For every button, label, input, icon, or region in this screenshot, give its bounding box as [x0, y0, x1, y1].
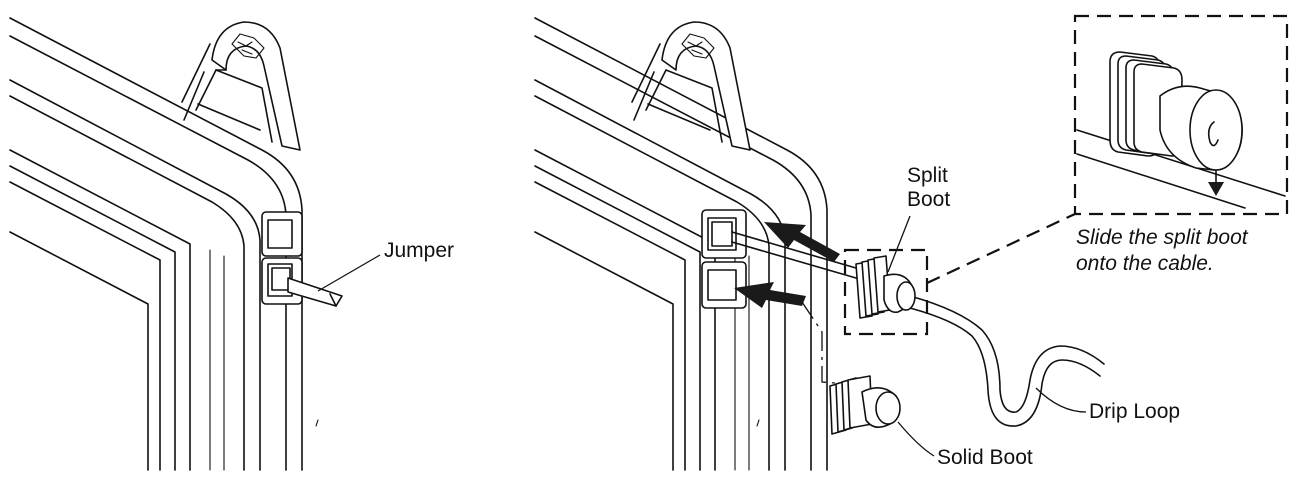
split-boot-callout-box: [843, 248, 929, 336]
jumper-label: Jumper: [384, 239, 454, 262]
inset-box: [1073, 14, 1289, 216]
label-split-boot: Split Boot: [887, 164, 950, 273]
arrow-to-lower-port: [734, 282, 806, 308]
cable: [731, 231, 1105, 427]
solid-boot-label: Solid Boot: [937, 446, 1033, 469]
split-boot-part: [855, 255, 916, 319]
inset-detail: [1073, 14, 1289, 216]
drip-loop-label: Drip Loop: [1089, 400, 1180, 423]
label-drip-loop: Drip Loop: [1035, 387, 1180, 423]
arrow-to-upper-port: [764, 222, 840, 262]
split-boot-label-line1: Split: [907, 164, 948, 187]
inset-caption: Slide the split boot onto the cable.: [1076, 226, 1249, 275]
caption-line2: onto the cable.: [1076, 252, 1214, 275]
left-enclosure: [9, 17, 343, 471]
solid-boot-path: [801, 301, 849, 385]
split-boot-label-line2: Boot: [907, 188, 950, 211]
callout-connector: [926, 213, 1076, 284]
solid-boot-part: [829, 375, 901, 435]
label-solid-boot: Solid Boot: [897, 421, 1033, 469]
tick-mark-left: [315, 419, 319, 427]
right-enclosure: [534, 17, 828, 471]
label-jumper: Jumper: [317, 239, 454, 292]
caption-line1: Slide the split boot: [1076, 226, 1249, 249]
tick-mark-right: [756, 419, 760, 427]
